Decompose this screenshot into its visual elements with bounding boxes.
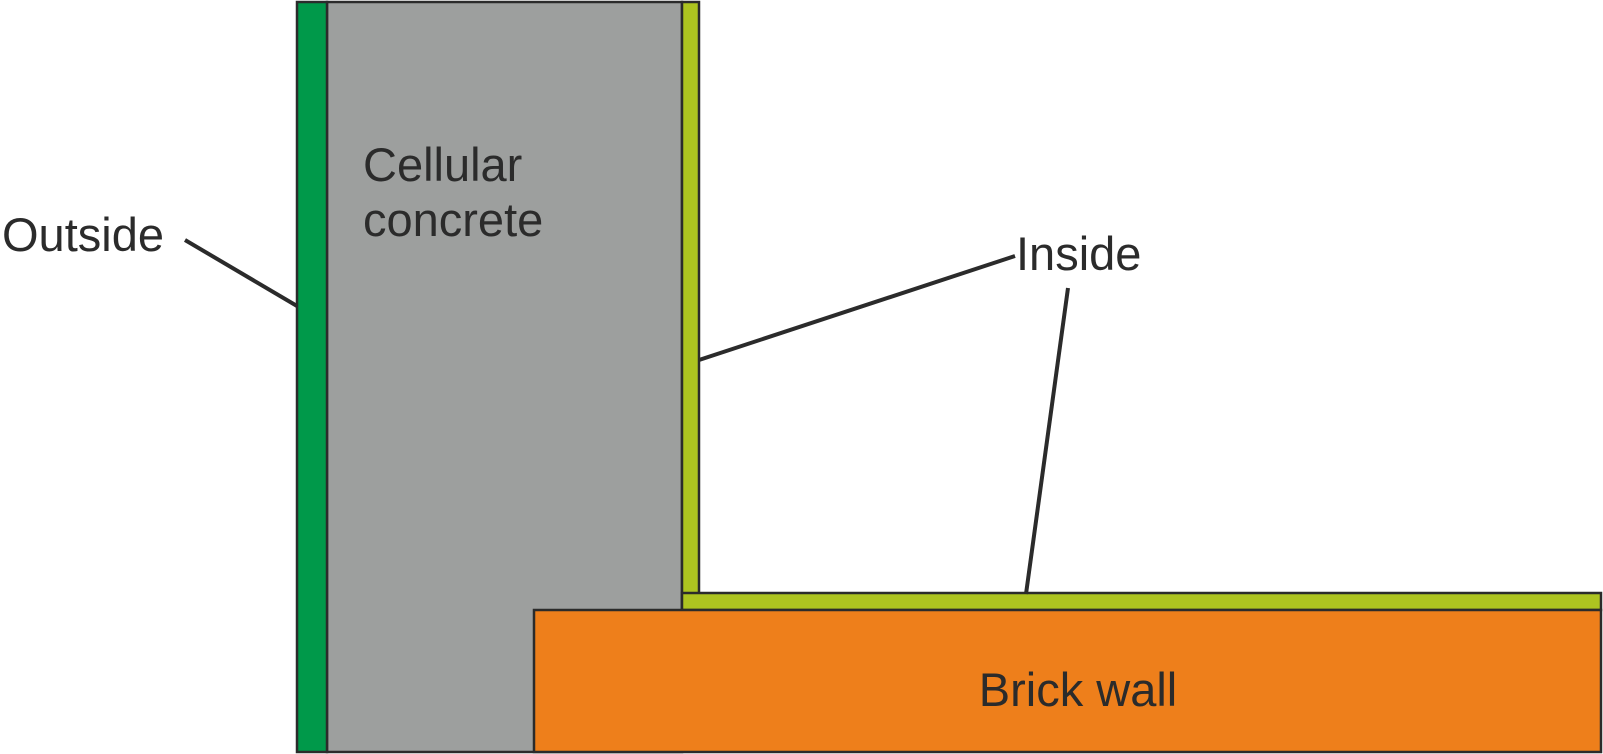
outside-leader-line [183, 238, 299, 308]
inside-leader-line-upper [698, 254, 1016, 362]
inside-leader-line-lower [1024, 287, 1070, 595]
inner-layer-horizontal [680, 591, 1603, 612]
outside-label: Outside [2, 208, 164, 261]
inside-label: Inside [1016, 227, 1141, 280]
outer-render-layer [295, 0, 329, 754]
cellular-concrete-label-line2: concrete [363, 193, 543, 246]
inner-layer-vertical [680, 0, 701, 612]
brick-wall-label: Brick wall [979, 663, 1177, 716]
cellular-concrete-label-line1: Cellular [363, 138, 522, 191]
brick-wall [532, 608, 1603, 754]
